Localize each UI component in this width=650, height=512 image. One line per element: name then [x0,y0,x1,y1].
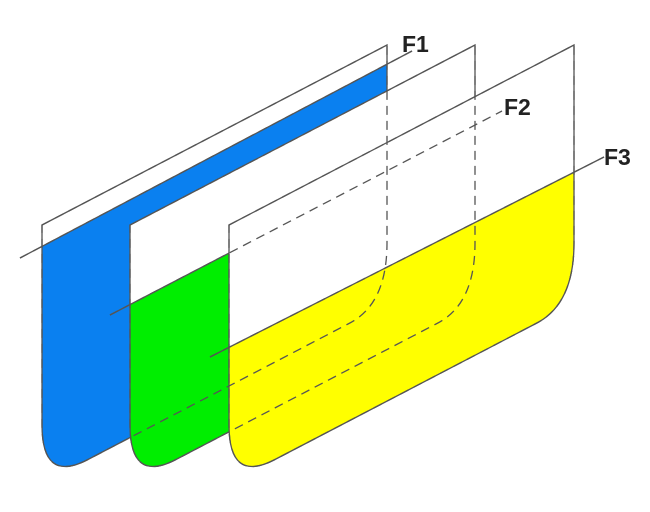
label-f3: F3 [604,144,631,170]
panel-3-outline [228,43,575,468]
cut-line-f3 [209,156,605,358]
visible-lines [19,43,605,468]
label-f2: F2 [504,94,531,120]
panel-2-outline [129,43,476,468]
cut-line-f1 [19,50,413,259]
panel-1-outline [41,43,388,468]
cut-line-f2 [109,110,503,316]
panel-fills [42,45,574,467]
panel-1-visible [19,43,413,468]
panel-2-visible [109,43,503,468]
panel-3-visible [209,43,605,468]
label-f1: F1 [402,31,429,57]
